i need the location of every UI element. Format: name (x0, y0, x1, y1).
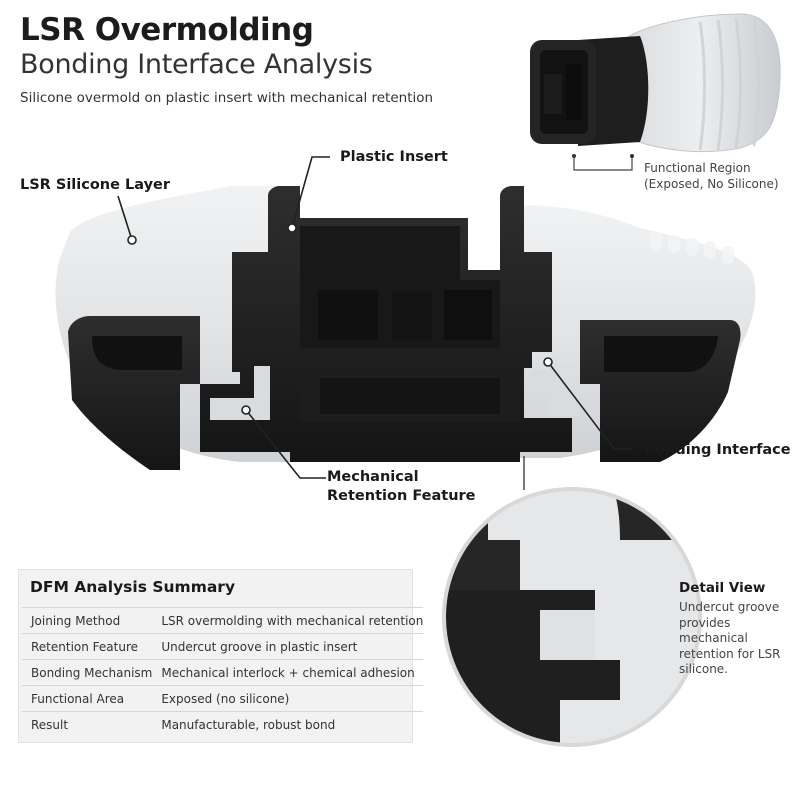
label-mechanical-retention-line1: Mechanical (327, 469, 419, 485)
label-functional-region-line1: Functional Region (644, 161, 751, 175)
label-plastic-insert: Plastic Insert (340, 149, 448, 165)
table-row: Joining Method LSR overmolding with mech… (22, 607, 424, 634)
leader-lines (117, 156, 632, 479)
retention-silicone-left (210, 366, 270, 420)
row-value: Exposed (no silicone) (152, 685, 424, 712)
detail-view-title: Detail View (679, 580, 766, 596)
row-label: Result (22, 711, 153, 737)
page-title: LSR Overmolding (20, 12, 314, 48)
page-subtitle: Bonding Interface Analysis (20, 49, 373, 80)
label-mechanical-retention: Mechanical Retention Feature (327, 468, 476, 506)
row-label: Joining Method (22, 607, 153, 634)
table-row: Retention Feature Undercut groove in pla… (22, 633, 424, 660)
row-value: Undercut groove in plastic insert (152, 633, 424, 660)
row-value: Mechanical interlock + chemical adhesion (152, 659, 424, 686)
dfm-summary-title: DFM Analysis Summary (30, 578, 236, 596)
row-value: LSR overmolding with mechanical retentio… (152, 607, 424, 634)
detail-view-text: Undercut groove provides mechanical rete… (679, 600, 781, 676)
label-mechanical-retention-line2: Retention Feature (327, 488, 476, 504)
label-lsr-silicone-layer: LSR Silicone Layer (20, 177, 171, 193)
row-label: Retention Feature (22, 633, 153, 660)
label-functional-region: Functional Region (Exposed, No Silicone) (644, 160, 779, 192)
page-description: Silicone overmold on plastic insert with… (20, 90, 434, 106)
table-row: Bonding Mechanism Mechanical interlock +… (22, 659, 424, 686)
dfm-summary-table: Joining Method LSR overmolding with mech… (22, 607, 424, 737)
table-row: Result Manufacturable, robust bond (22, 711, 424, 737)
label-functional-region-line2: (Exposed, No Silicone) (644, 177, 779, 191)
table-row: Functional Area Exposed (no silicone) (22, 685, 424, 712)
label-bonding-interface: Bonding Interface (644, 442, 791, 458)
retention-silicone-right (530, 370, 580, 416)
row-value: Manufacturable, robust bond (152, 711, 424, 737)
thumbnail-part (530, 13, 781, 171)
main-cross-section (55, 186, 756, 470)
row-label: Functional Area (22, 685, 153, 712)
detail-view-circle (442, 456, 702, 747)
row-label: Bonding Mechanism (22, 659, 153, 686)
